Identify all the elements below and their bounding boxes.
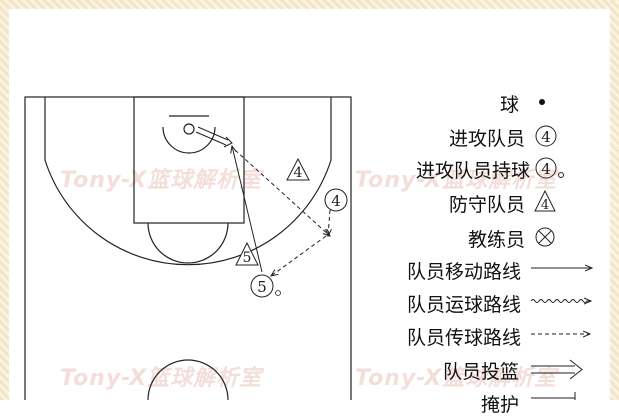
attacker-with-ball-legend-icon	[535, 157, 557, 179]
legend-pass-path-label: 队员传球路线	[406, 327, 521, 349]
attacker-legend-icon	[535, 125, 557, 147]
ball-icon	[558, 172, 564, 178]
legend-ball-label: 球	[499, 94, 519, 116]
defender-legend-icon	[534, 189, 556, 212]
decorative-border-top	[0, 0, 619, 9]
free-throw-circle	[147, 222, 229, 264]
three-point-line	[44, 97, 332, 266]
restricted-area	[162, 126, 216, 154]
attacker-with-ball-marker: 5	[250, 274, 281, 298]
legend-attacker-with-ball-label: 进攻队员持球	[415, 160, 530, 182]
dribble-path-legend-icon	[530, 300, 591, 303]
half-court	[24, 96, 352, 400]
svg-text:4: 4	[541, 128, 551, 146]
move-path	[232, 146, 263, 273]
legend-attacker-label: 进攻队员	[448, 128, 525, 150]
legend-dribble-path-label: 队员运球路线	[406, 294, 521, 316]
pass-path	[271, 235, 327, 276]
coach-icon	[535, 227, 555, 247]
attacker-number: 4	[331, 192, 341, 210]
shot-legend-icon	[531, 359, 583, 380]
decorative-border-right	[610, 0, 619, 400]
rim	[183, 123, 195, 135]
center-circle	[147, 359, 229, 400]
legend-screen-label: 掩护	[480, 394, 519, 416]
defender-number: 5	[243, 250, 252, 266]
ball-icon	[539, 99, 545, 105]
defender-marker: 5	[235, 241, 259, 266]
pass-path	[328, 209, 330, 236]
pass-path	[234, 149, 330, 236]
legend-move-path-label: 队员移动路线	[406, 261, 521, 283]
legend-defender-label: 防守队员	[448, 194, 525, 216]
legend-coach-label: 教练员	[467, 229, 525, 251]
svg-text:4: 4	[541, 198, 549, 213]
attacker-number: 5	[257, 278, 267, 296]
decorative-border-left	[0, 0, 9, 400]
defender-marker: 4	[286, 157, 310, 181]
play-diagram: 4 5 4 5 4 4 4	[24, 96, 619, 400]
shot-path	[195, 126, 233, 148]
attacker-marker: 4	[324, 188, 348, 212]
legend-symbols: 4 4 4	[530, 99, 592, 400]
ball-icon	[275, 290, 281, 296]
paint-lane	[133, 96, 245, 224]
legend-shot-label: 队员投篮	[442, 361, 519, 383]
svg-text:4: 4	[541, 160, 551, 178]
court-boundary	[24, 96, 352, 400]
defender-number: 4	[294, 165, 303, 181]
